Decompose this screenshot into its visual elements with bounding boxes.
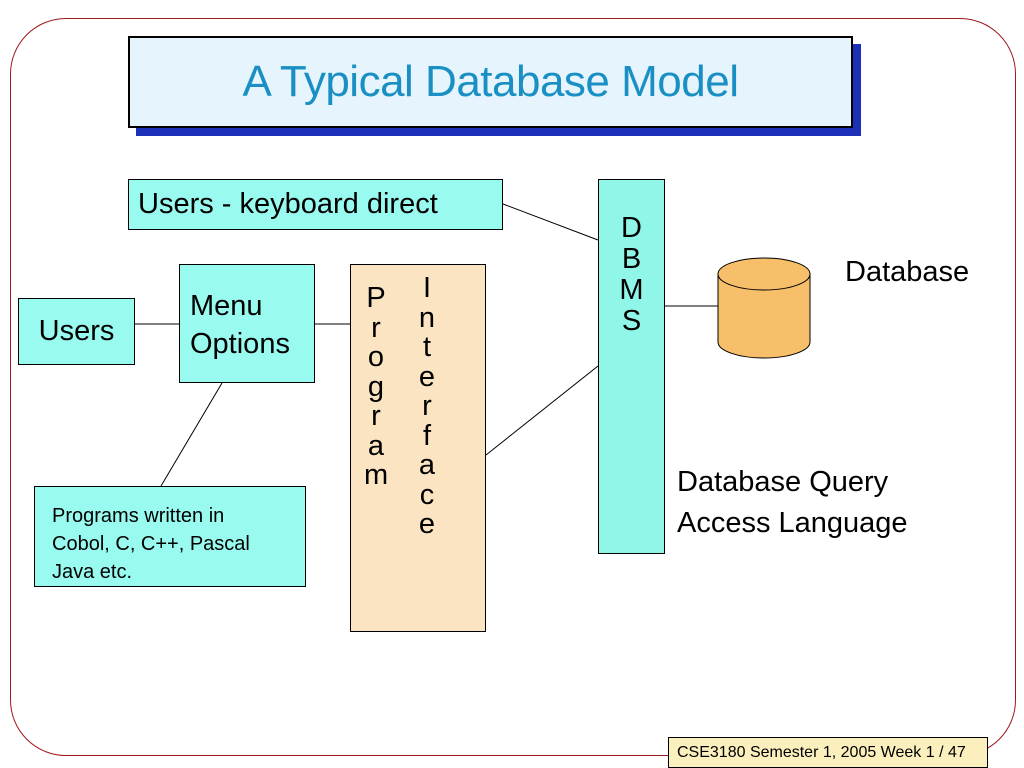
menu-options-box: Menu Options	[179, 264, 315, 383]
programs-written-box: Programs written in Cobol, C, C++, Pasca…	[34, 486, 306, 587]
database-label: Database	[845, 256, 970, 288]
interface-vertical-text: I n t e r f a c e	[415, 272, 439, 540]
program-letter: r	[371, 400, 381, 432]
database-cylinder	[717, 257, 811, 359]
query-language-line-1: Database Query	[677, 466, 889, 498]
program-letter: o	[367, 341, 385, 373]
line-keyboard-dbms	[502, 203, 599, 241]
dbms-letter: B	[621, 243, 642, 275]
dbms-letter: D	[621, 212, 642, 244]
interface-letter: r	[422, 390, 432, 422]
slide-frame	[10, 18, 1016, 756]
dbms-letter: M	[619, 274, 644, 306]
cylinder-body	[717, 273, 811, 359]
line-interface-dbms	[485, 365, 599, 456]
menu-options-line-1: Menu	[190, 290, 263, 322]
users-box: Users	[18, 298, 135, 365]
dbms-box: D B M S	[598, 179, 665, 554]
program-vertical-text: P r o g r a m	[364, 282, 389, 491]
programs-written-line-3: Java etc.	[52, 561, 133, 583]
line-menu-programs	[160, 382, 223, 487]
interface-letter: c	[419, 478, 435, 511]
cylinder-top	[717, 257, 811, 291]
title-box: A Typical Database Model	[128, 36, 853, 128]
program-letter: a	[367, 429, 385, 462]
interface-letter: e	[418, 508, 436, 540]
program-letter: r	[371, 311, 381, 344]
programs-written-line-1: Programs written in	[52, 505, 225, 527]
query-language-label: Database Query Access Language	[677, 462, 908, 544]
program-letter: m	[364, 459, 389, 491]
interface-letter: I	[422, 272, 432, 304]
menu-options-line-2: Options	[190, 328, 290, 360]
dbms-letter: S	[621, 305, 642, 337]
interface-letter: t	[422, 331, 432, 363]
program-letter: g	[367, 370, 385, 403]
program-letter: P	[366, 282, 386, 314]
interface-letter: n	[418, 301, 436, 334]
interface-letter: f	[422, 419, 432, 452]
users-keyboard-box: Users - keyboard direct	[128, 179, 503, 230]
slide-footer: CSE3180 Semester 1, 2005 Week 1 / 47	[668, 737, 988, 768]
query-language-line-2: Access Language	[677, 507, 908, 539]
footer-text: CSE3180 Semester 1, 2005 Week 1 / 47	[677, 743, 966, 761]
users-label: Users	[38, 315, 115, 347]
programs-written-line-2: Cobol, C, C++, Pascal	[52, 533, 250, 555]
users-keyboard-label: Users - keyboard direct	[138, 188, 438, 220]
interface-letter: e	[418, 360, 436, 393]
interface-letter: a	[418, 449, 436, 481]
page-title: A Typical Database Model	[242, 57, 739, 106]
program-interface-box	[350, 264, 486, 632]
